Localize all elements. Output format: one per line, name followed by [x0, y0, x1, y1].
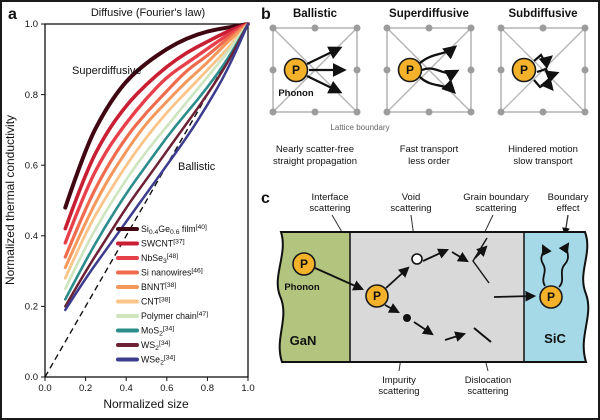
curve-series-0 [63, 22, 250, 210]
superdiffusive-caption: Fast transport [400, 144, 459, 155]
ballistic-caption: straight propagation [273, 156, 357, 167]
phonon-circle-ballistic [283, 57, 309, 83]
ballistic-arrows [306, 46, 347, 94]
ballistic-caption: Nearly scatter-free [276, 144, 354, 155]
curve-series-8 [64, 22, 250, 308]
impurity-scattering-label: Impurity [382, 375, 416, 386]
panel-b: b Ballistic Superdiffusive Subdiffusive … [261, 6, 590, 167]
x-axis-label: Normalized size [103, 397, 189, 411]
superdiffusive-caption: less order [408, 156, 450, 167]
x-tick-label: 0.2 [79, 383, 92, 394]
void-scattering-label: scattering [390, 203, 431, 214]
boundary-effect-label: Boundary [548, 192, 589, 203]
curve-series-3 [63, 22, 250, 259]
interface-scattering-label: scattering [309, 203, 350, 214]
curve-series-2 [63, 22, 250, 245]
bar-outline [276, 231, 590, 363]
phonon-circle-subdiffusive [511, 57, 537, 83]
ballistic-dashed-line [44, 23, 249, 378]
superdiffusive-title: Superdiffusive [389, 8, 469, 20]
legend-item-2: NbSe3[48] [141, 253, 178, 265]
legend-item-8: WS2[34] [141, 340, 170, 352]
legend-item-6: Polymer chain[47] [141, 311, 208, 321]
dislocation-scattering-label: scattering [467, 386, 508, 397]
phonon-symbol: P [406, 63, 414, 77]
scattering-arrows [314, 242, 570, 342]
phonon-circle-sic [539, 285, 563, 309]
interface-scattering-label: Interface [312, 192, 349, 203]
legend-item-5: CNT[38] [141, 297, 171, 307]
sic-label: SiC [544, 331, 566, 346]
dislocation-line [473, 327, 492, 343]
y-tick-label: 0.8 [25, 90, 38, 101]
impurity-dot [403, 314, 411, 322]
y-tick-label: 1.0 [25, 19, 38, 30]
gan-label: GaN [290, 333, 317, 348]
chart-title: Diffusive (Fourier's law) [91, 7, 205, 19]
ballistic-title: Ballistic [293, 8, 338, 20]
subdiffusive-title: Subdiffusive [508, 8, 577, 20]
y-tick-label: 0.0 [25, 372, 38, 383]
x-tick-label: 0.8 [201, 383, 214, 394]
phonon-symbol: P [520, 63, 528, 77]
phonon-label: Phonon [278, 88, 314, 99]
curve-series-4 [63, 22, 250, 270]
plot-box [44, 23, 249, 378]
y-tick-label: 0.2 [25, 302, 38, 313]
legend-item-0: Si0.4Ge0.6 film[40] [141, 224, 207, 236]
phonon-symbol: P [547, 290, 555, 304]
superdiffusive-annotation: Superdiffusive [72, 65, 142, 77]
chart-legend: Si0.4Ge0.6 film[40] SWCNT[37] NbSe3[48] Si … [116, 224, 208, 367]
phonon-circle-middle [365, 284, 389, 308]
axis-ticks: 0.0 0.2 0.4 0.6 0.8 1.0 0.0 0.2 0.4 0.6 0.8 1.0 [25, 19, 255, 394]
subdiffusive-caption: Hindered motion [508, 144, 578, 155]
panel-c: c Interface scattering Void scattering G… [261, 190, 590, 397]
boundary-effect-label: effect [556, 203, 579, 214]
panel-a: a Diffusive (Fourier's law) 0.0 0.2 0.4 0.6… [3, 6, 255, 411]
curve-series-5 [63, 22, 250, 280]
curve-series-1 [63, 22, 250, 231]
panel-c-label: c [261, 190, 270, 207]
lattice-boundary-label: Lattice boundary [330, 123, 389, 132]
panel-a-label: a [8, 6, 17, 23]
phonon-symbol: P [373, 289, 381, 303]
curve-series-9 [64, 22, 250, 312]
legend-item-1: SWCNT[37] [141, 239, 185, 249]
curve-series-7 [64, 22, 250, 301]
x-tick-label: 0.6 [160, 383, 173, 394]
panel-b-label: b [261, 6, 271, 23]
x-tick-label: 1.0 [241, 383, 254, 394]
void-scattering-label: Void [402, 192, 421, 203]
dislocation-scattering-label: Dislocation [465, 375, 511, 386]
ballistic-annotation: Ballistic [178, 161, 216, 173]
y-axis-label: Normalized thermal conductivity [3, 115, 17, 285]
phonon-circle-superdiffusive [397, 57, 423, 83]
superdiffusive-arrows [419, 45, 460, 94]
impurity-scattering-label: scattering [378, 386, 419, 397]
phonon-circle-gan [292, 252, 316, 276]
y-tick-label: 0.6 [25, 160, 38, 171]
subdiffusive-arrows [533, 53, 560, 92]
chart-curves [44, 22, 250, 378]
void-circle [411, 253, 423, 265]
legend-item-4: BNNT[38] [141, 282, 176, 292]
subdiffusive-caption: slow transport [513, 156, 572, 167]
curve-series-6 [63, 22, 250, 291]
x-tick-label: 0.0 [38, 383, 51, 394]
phonon-symbol: P [300, 257, 308, 271]
grain-boundary-scattering-label: scattering [475, 203, 516, 214]
legend-item-3: Si nanowires[46] [141, 268, 203, 278]
x-tick-label: 0.4 [120, 383, 133, 394]
legend-item-9: WSe2[34] [141, 355, 175, 367]
y-tick-label: 0.4 [25, 231, 38, 242]
grain-boundary-scattering-label: Grain boundary [463, 192, 529, 203]
grain-boundary-lines [472, 237, 490, 284]
phonon-label: Phonon [284, 282, 320, 293]
region-gan [277, 232, 350, 362]
phonon-symbol: P [292, 63, 300, 77]
legend-item-7: MoS2[34] [141, 326, 174, 338]
